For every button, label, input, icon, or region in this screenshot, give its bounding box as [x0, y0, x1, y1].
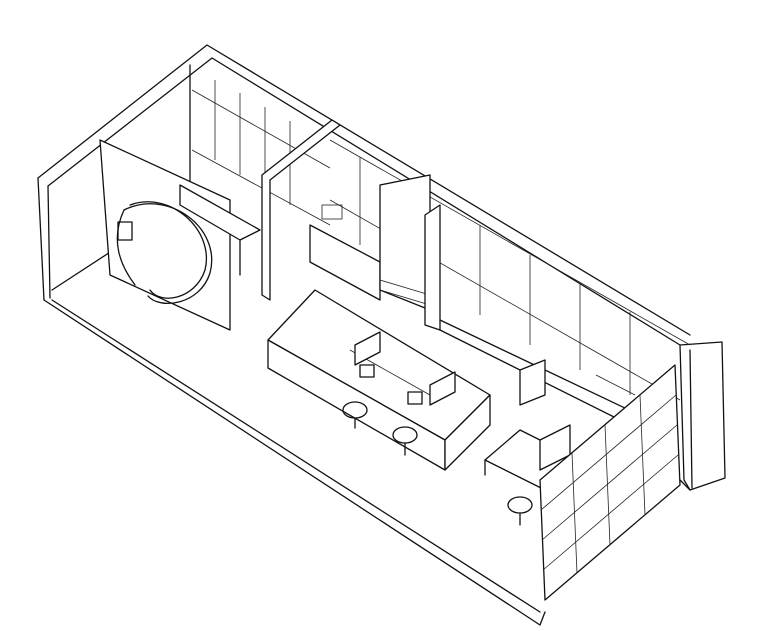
- back-wall-panels: [189, 64, 691, 401]
- office-chairs: [342, 401, 533, 526]
- shelving-unit: [539, 364, 681, 601]
- back-counter: [439, 319, 651, 431]
- desk-cluster: [267, 289, 491, 471]
- kitchenette: [309, 174, 441, 331]
- meeting-room: [99, 119, 341, 331]
- right-end-wall: [679, 341, 726, 491]
